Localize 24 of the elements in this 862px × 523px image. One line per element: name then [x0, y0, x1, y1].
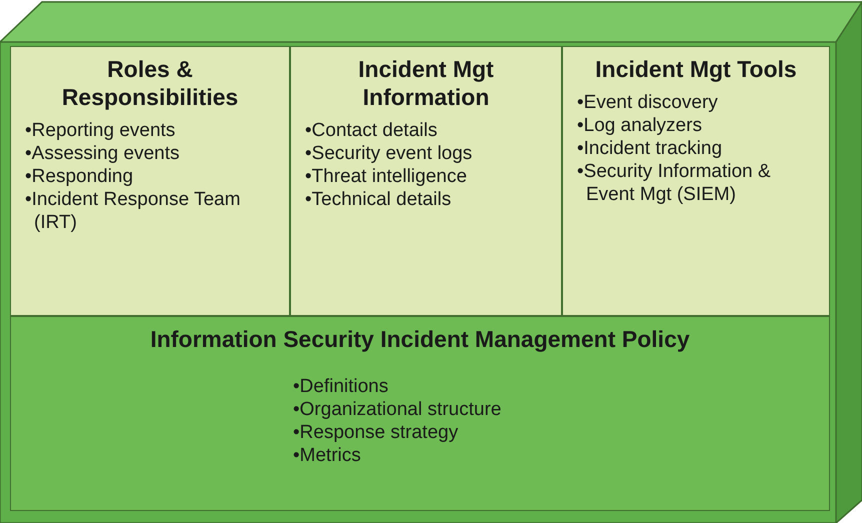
panel	[10, 316, 830, 511]
panel	[290, 46, 562, 316]
list-item: •Organizational structure	[293, 398, 502, 421]
list-item: •Incident tracking	[577, 137, 724, 160]
list-item: •Contact details	[305, 119, 438, 142]
list-item: •Threat intelligence	[305, 165, 468, 188]
heading: Incident Mgt Tools	[594, 55, 798, 83]
panel	[562, 46, 830, 316]
list-item: •Response strategy	[293, 421, 460, 444]
heading: Roles & Responsibilities	[60, 55, 240, 111]
heading: Information Security Incident Management Policy	[149, 325, 691, 353]
list-item: •Definitions	[293, 375, 390, 398]
list-item: •Log analyzers	[577, 114, 703, 137]
list-item: •Responding	[25, 165, 134, 188]
list-item: •Event discovery	[577, 91, 719, 114]
list-item: •Incident Response Team (IRT)	[25, 188, 242, 234]
list-item: •Security Information & Event Mgt (SIEM)	[577, 160, 772, 206]
list-item: •Technical details	[305, 188, 452, 211]
heading: Incident Mgt Information	[357, 55, 495, 111]
list-item: •Security event logs	[305, 142, 474, 165]
panel	[10, 46, 290, 316]
list-item: •Metrics	[293, 444, 362, 467]
list-item: •Assessing events	[25, 142, 181, 165]
list-item: •Reporting events	[25, 119, 176, 142]
